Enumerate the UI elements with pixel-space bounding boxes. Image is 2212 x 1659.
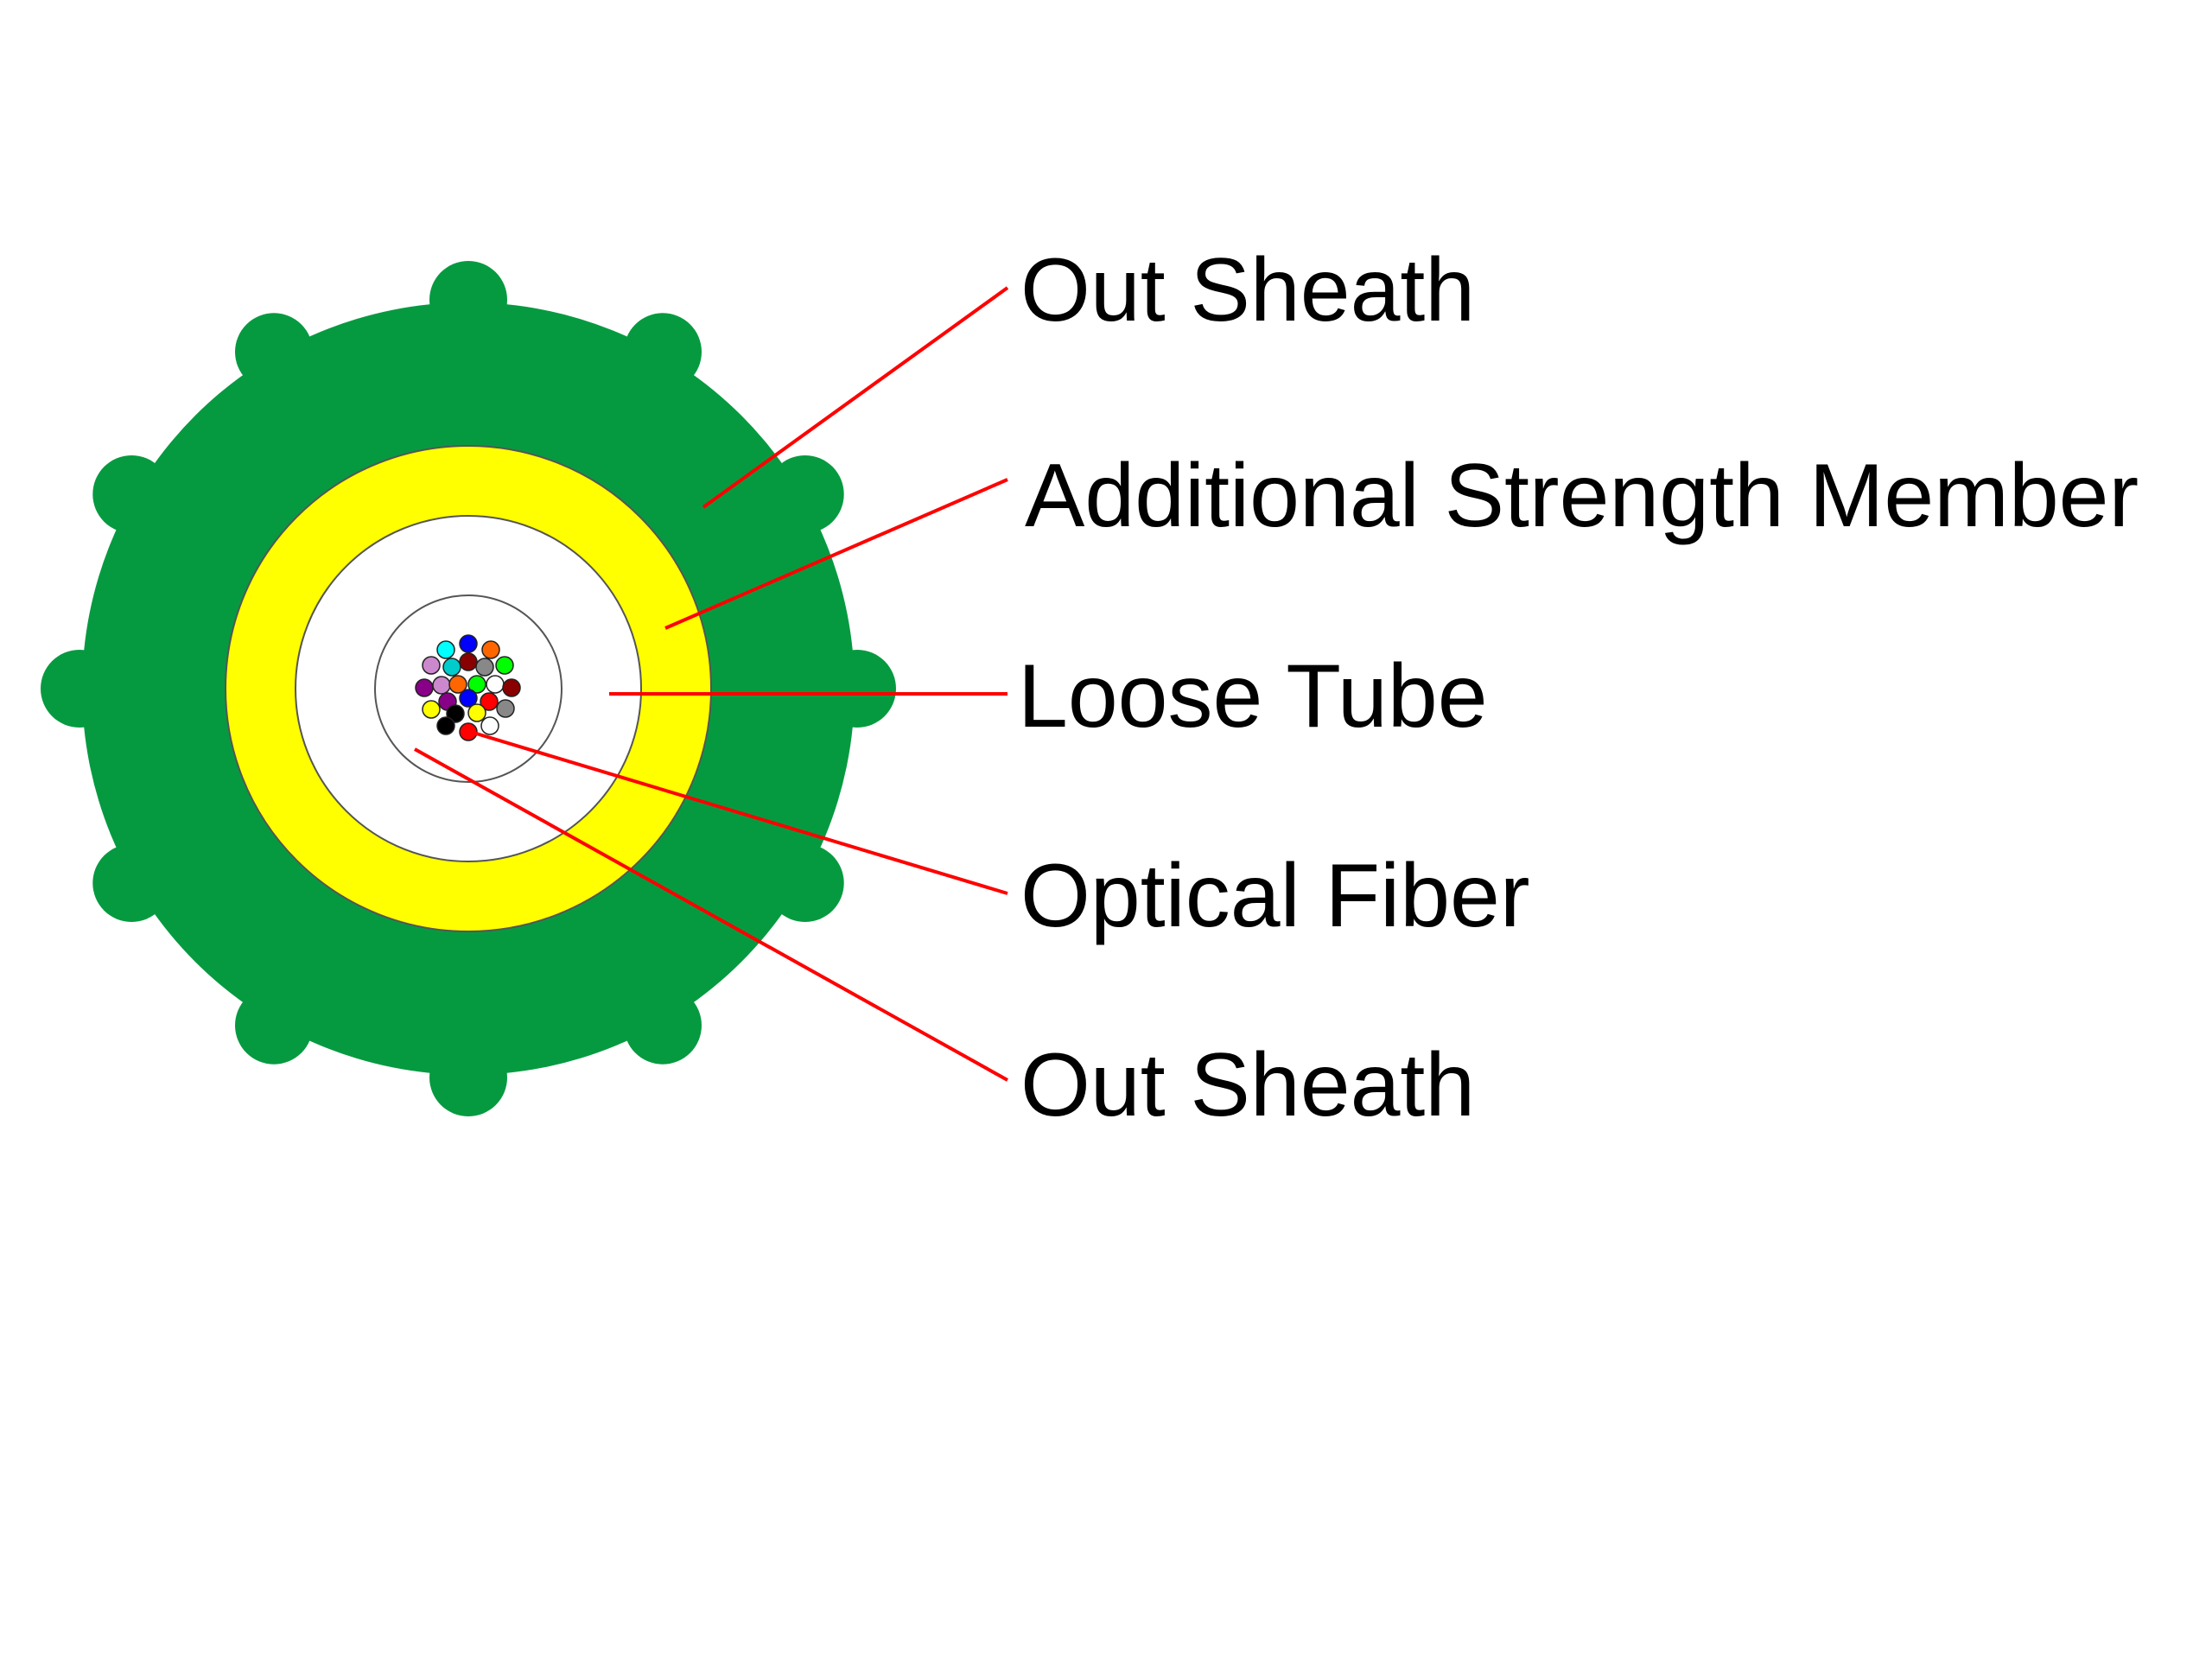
label-additional-strength-member: Additional Strength Member — [1025, 446, 2139, 546]
optical-fiber — [442, 658, 461, 677]
optical-fiber — [459, 722, 478, 741]
optical-fiber — [448, 675, 467, 694]
optical-fiber — [481, 640, 500, 659]
optical-fiber — [422, 700, 441, 719]
optical-fiber — [467, 703, 486, 722]
label-out-sheath-bottom: Out Sheath — [1020, 1035, 1476, 1135]
leader-lines — [414, 286, 1009, 1082]
leader-line-optical-fiber — [473, 731, 1008, 895]
optical-fiber — [422, 656, 441, 675]
leader-line-out-sheath-top — [702, 286, 1009, 509]
optical-fiber — [480, 716, 499, 735]
label-optical-fiber: Optical Fiber — [1020, 846, 1530, 946]
leader-line-strength-member — [664, 478, 1008, 630]
optical-fiber — [446, 704, 465, 723]
optical-fiber — [415, 678, 434, 697]
optical-fiber — [496, 699, 515, 718]
optical-fiber — [436, 716, 455, 735]
optical-fiber — [502, 678, 521, 697]
optical-fiber — [459, 689, 478, 708]
optical-fiber — [475, 658, 494, 677]
optical-fiber — [459, 634, 478, 653]
optical-fiber — [459, 652, 478, 671]
label-out-sheath-top: Out Sheath — [1020, 240, 1476, 340]
optical-fiber — [486, 675, 505, 694]
optical-fiber — [467, 675, 486, 694]
optical-fiber — [495, 656, 514, 675]
optical-fiber-bundle — [415, 634, 521, 741]
leader-line-out-sheath-bottom — [414, 747, 1008, 1082]
loose-tube-inner — [374, 594, 563, 783]
optical-fiber — [480, 692, 499, 711]
optical-fiber — [436, 640, 455, 659]
optical-fiber — [432, 676, 451, 695]
label-loose-tube: Loose Tube — [1018, 646, 1488, 747]
